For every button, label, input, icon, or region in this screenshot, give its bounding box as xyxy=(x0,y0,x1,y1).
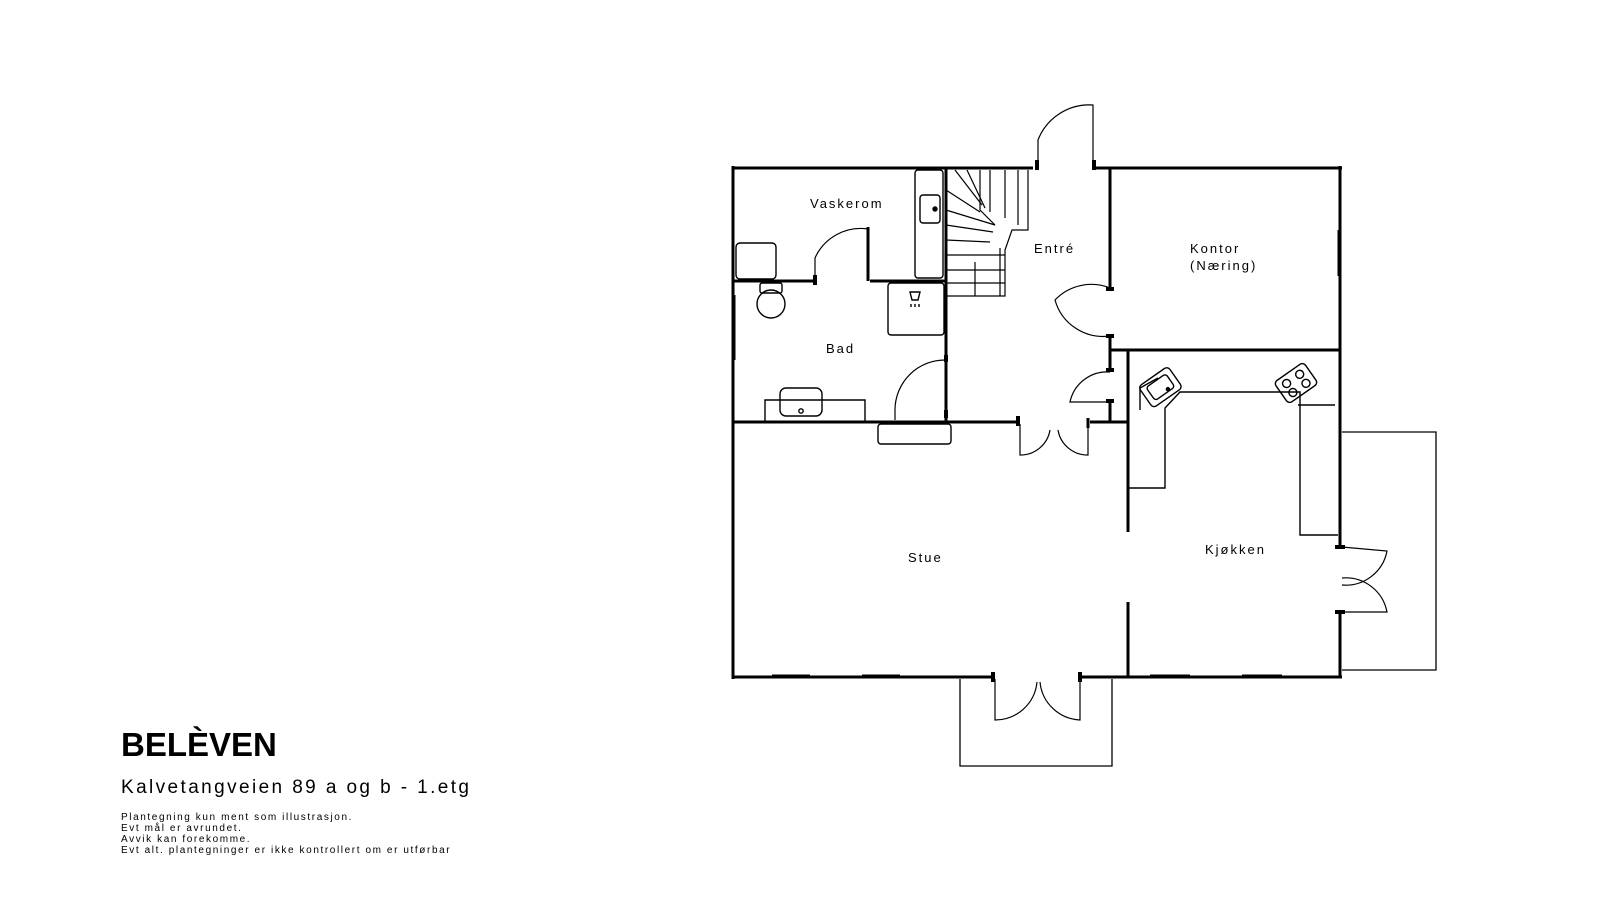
room-label-stue: Stue xyxy=(908,550,943,565)
fixtures xyxy=(735,169,1338,536)
door-jambs xyxy=(813,160,1345,682)
staircase xyxy=(945,169,1029,297)
note-line: Avvik kan forekomme. xyxy=(121,834,252,845)
room-label-kjokken: Kjøkken xyxy=(1205,542,1266,557)
doors xyxy=(814,104,1388,721)
room-label-vaskerom: Vaskerom xyxy=(810,196,884,211)
note-line: Evt mål er avrundet. xyxy=(121,823,243,834)
note-line: Plantegning kun ment som illustrasjon. xyxy=(121,812,354,823)
room-label-bad: Bad xyxy=(826,341,855,356)
brand-logo: BELÈVEN xyxy=(121,726,277,763)
room-label-entre: Entré xyxy=(1034,241,1075,256)
note-line: Evt alt. plantegninger er ikke kontrolle… xyxy=(121,845,452,856)
room-label-kontor-type: (Næring) xyxy=(1190,258,1257,273)
disclaimer-notes: Plantegning kun ment som illustrasjon. E… xyxy=(121,812,451,856)
terraces xyxy=(959,431,1437,767)
room-label-kontor: Kontor xyxy=(1190,241,1240,256)
address-title: Kalvetangveien 89 a og b - 1.etg xyxy=(121,777,472,798)
windows xyxy=(734,167,1339,676)
interior-walls xyxy=(733,168,1340,677)
